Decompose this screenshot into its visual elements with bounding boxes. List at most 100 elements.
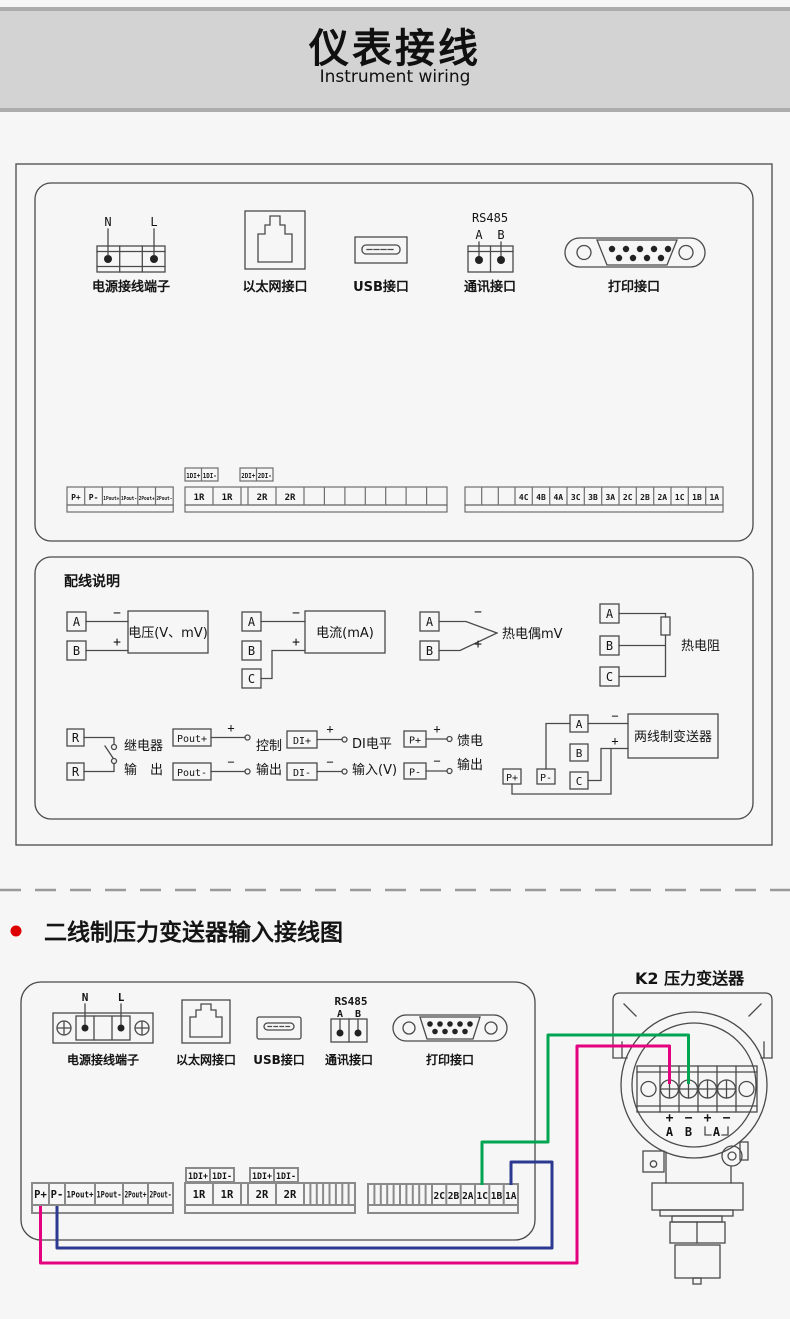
terminal-letter: A bbox=[713, 1125, 721, 1139]
feed-label-1: 馈电 bbox=[457, 734, 483, 749]
terminal-cell: 1C bbox=[476, 1191, 488, 1202]
section-heading: 二线制压力变送器输入接线图 bbox=[10, 919, 343, 946]
polarity-plus: + bbox=[326, 722, 333, 736]
pin-c: C bbox=[576, 775, 583, 788]
terminal-cell: 2B bbox=[448, 1191, 460, 1202]
rs485-port-2: RS485 A B 通讯接口 bbox=[325, 995, 373, 1067]
ethernet-label: 以太网接口 bbox=[242, 279, 307, 295]
terminal-strip-right: 4C 4B 4A 3C 3B 3A 2C 2B 2A 1C 1B 1A bbox=[464, 486, 724, 513]
terminal-cell: 1Pout+ bbox=[103, 496, 120, 502]
bullet-icon bbox=[10, 925, 22, 937]
wiring-box-title: 配线说明 bbox=[64, 573, 120, 590]
polarity-minus: − bbox=[326, 755, 333, 769]
terminal-cell: 2A bbox=[657, 493, 667, 502]
terminal-strip-mid-2: 1DI+ 1DI- 1DI+ 1DI- 1R 1R 2R 2R bbox=[184, 1167, 356, 1214]
polarity-plus: + bbox=[227, 721, 234, 735]
polarity-plus: + bbox=[433, 722, 440, 736]
wiring-relay: R R 继电器 输 出 bbox=[66, 728, 163, 781]
printer-port: 打印接口 bbox=[564, 237, 706, 295]
terminal-cell: 2Pout+ bbox=[125, 1191, 147, 1201]
page-subtitle: Instrument wiring bbox=[319, 67, 471, 87]
di-label: 1DI- bbox=[203, 472, 217, 480]
polarity-minus: − bbox=[611, 709, 618, 723]
terminal-cell: 2C bbox=[623, 493, 633, 502]
terminal-cell: 2Pout- bbox=[156, 496, 172, 502]
pin-a: A bbox=[73, 615, 81, 629]
wiring-voltage: A B − + 电压(V、mV) bbox=[66, 606, 209, 661]
terminal-cell: 1Pout- bbox=[121, 496, 137, 502]
rs485-pin-b: B bbox=[497, 228, 504, 242]
power-pin-l: L bbox=[118, 991, 125, 1004]
wire-p-minus bbox=[55, 1160, 554, 1250]
polarity-minus: − bbox=[474, 605, 482, 620]
rs485-title: RS485 bbox=[334, 995, 367, 1008]
polarity-minus: − bbox=[113, 606, 121, 621]
di-label: 1DI- bbox=[212, 1172, 232, 1182]
terminal-cell: 3C bbox=[571, 493, 581, 502]
rs485-label: 通讯接口 bbox=[325, 1052, 373, 1067]
thermocouple-label: 热电偶mV bbox=[502, 627, 563, 642]
pin-pout-plus: Pout+ bbox=[177, 734, 207, 745]
terminal-cell: 1R bbox=[221, 1189, 234, 1201]
diagram1-frame bbox=[15, 163, 773, 846]
terminal-cell: 4A bbox=[553, 493, 563, 502]
terminal-cell: 2B bbox=[640, 493, 650, 502]
pin-di-minus: DI- bbox=[293, 768, 311, 779]
terminal-cell: 1Pout- bbox=[97, 1191, 122, 1201]
usb-port: USB接口 bbox=[353, 236, 409, 295]
terminal-sign: + bbox=[704, 1111, 712, 1126]
voltage-label: 电压(V、mV) bbox=[128, 626, 208, 641]
transmitter-title: K2 压力变送器 bbox=[635, 969, 745, 988]
terminal-cell: 1R bbox=[222, 493, 233, 503]
pin-b: B bbox=[73, 644, 80, 658]
terminal-cell: 2Pout+ bbox=[139, 496, 156, 502]
wire-signal bbox=[480, 1033, 690, 1185]
pin-a: A bbox=[606, 607, 614, 621]
polarity-plus: + bbox=[113, 635, 121, 650]
wiring-control-output: Pout+ Pout- + − 控制 输出 bbox=[172, 721, 282, 781]
power-terminal-label: 电源接线端子 bbox=[67, 1052, 139, 1067]
terminal-cell: 1B bbox=[692, 493, 702, 502]
rs485-pin-a: A bbox=[337, 1009, 343, 1020]
terminal-cell: 1Pout+ bbox=[67, 1191, 94, 1201]
ethernet-port-2: 以太网接口 bbox=[176, 999, 236, 1067]
terminal-cell: P+ bbox=[71, 493, 81, 502]
di-label: 2DI+ bbox=[241, 472, 255, 480]
di-label-2: 输入(V) bbox=[352, 762, 397, 778]
feed-label-2: 输出 bbox=[457, 757, 483, 773]
terminal-cell: 1R bbox=[193, 1189, 206, 1201]
pin-p-minus: P- bbox=[409, 768, 421, 779]
polarity-plus: + bbox=[292, 635, 300, 650]
terminal-cell: 1C bbox=[675, 493, 685, 502]
relay-label-2: 输 出 bbox=[124, 762, 163, 778]
di-label: 1DI+ bbox=[252, 1172, 272, 1182]
terminal-cell: 3B bbox=[588, 493, 598, 502]
section-heading-text: 二线制压力变送器输入接线图 bbox=[44, 919, 343, 946]
two-wire-label: 两线制变送器 bbox=[634, 729, 712, 745]
pin-a: A bbox=[426, 615, 434, 629]
terminal-sign: − bbox=[723, 1111, 731, 1126]
pin-pout-minus: Pout- bbox=[177, 768, 207, 779]
terminal-strip-right-2: 2C 2B 2A 1C 1B 1A bbox=[367, 1183, 519, 1214]
current-label: 电流(mA) bbox=[316, 626, 374, 641]
terminal-cell: P- bbox=[89, 493, 99, 502]
pin-b: B bbox=[426, 644, 433, 658]
power-pin-n: N bbox=[104, 215, 111, 229]
terminal-cell: 3A bbox=[605, 493, 615, 502]
printer-port-2: 打印接口 bbox=[392, 1014, 508, 1067]
terminal-strip-left: P+ P- 1Pout+ 1Pout- 2Pout+ 2Pout- bbox=[66, 486, 174, 513]
terminal-cell: 4B bbox=[536, 493, 546, 502]
wire-p-plus bbox=[39, 1044, 671, 1265]
terminal-cell: 2R bbox=[285, 493, 296, 503]
usb-port-2: USB接口 bbox=[253, 1016, 305, 1067]
terminal-cell: 2Pout- bbox=[150, 1191, 172, 1201]
pin-p-plus: P+ bbox=[409, 736, 421, 747]
control-label-1: 控制 bbox=[256, 739, 282, 754]
terminal-cell: 2A bbox=[462, 1191, 474, 1202]
ethernet-port: 以太网接口 bbox=[242, 210, 308, 295]
terminal-cell: P- bbox=[51, 1189, 64, 1201]
control-label-2: 输出 bbox=[256, 762, 282, 778]
usb-label: USB接口 bbox=[353, 279, 409, 295]
power-terminal-label: 电源接线端子 bbox=[92, 279, 170, 295]
